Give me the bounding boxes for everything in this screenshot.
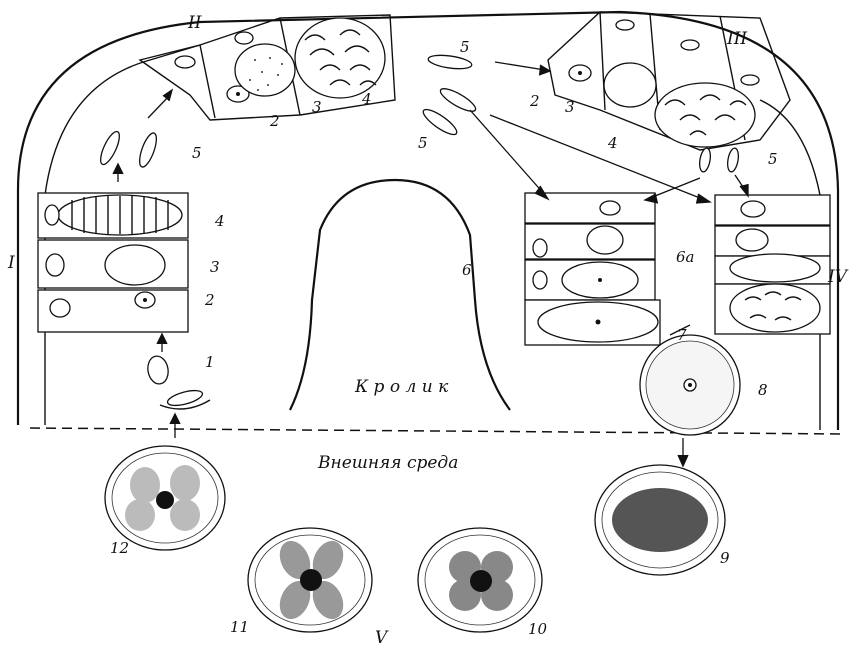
environment-label: Внешняя среда	[317, 453, 458, 473]
label-stage-I: I	[7, 253, 15, 273]
epithelium-stage-IV-female	[525, 193, 660, 345]
oocyst-9	[595, 465, 725, 575]
divider-line	[30, 428, 845, 434]
epithelium-stage-I	[38, 193, 188, 332]
label-7: 7	[677, 326, 687, 344]
label-10: 10	[528, 620, 548, 638]
oocyst-8	[640, 335, 740, 435]
label-stage-II: II	[187, 13, 202, 33]
epithelium-stage-IV-male	[715, 195, 830, 334]
epithelium-stage-II	[140, 15, 395, 120]
label-9: 9	[720, 549, 730, 567]
label-5-left: 5	[192, 144, 202, 162]
label-4-left: 4	[214, 212, 225, 230]
label-6a: 6а	[676, 248, 695, 266]
label-3-right: 3	[565, 98, 575, 116]
oocyst-10	[418, 528, 542, 632]
label-stage-III: III	[726, 29, 747, 49]
oocyst-12	[105, 446, 225, 550]
oocyst-11	[248, 528, 372, 632]
label-5-right: 5	[768, 150, 778, 168]
label-11: 11	[230, 618, 249, 636]
label-4-top: 4	[361, 90, 372, 108]
label-2-top: 2	[269, 112, 280, 130]
label-5-mid: 5	[418, 134, 428, 152]
label-3-top: 3	[312, 98, 322, 116]
label-6: 6	[462, 261, 472, 279]
label-3-left: 3	[210, 258, 220, 276]
label-8: 8	[758, 381, 768, 399]
label-stage-IV: IV	[827, 267, 849, 287]
sporozoites	[146, 354, 210, 409]
label-12: 12	[110, 539, 129, 557]
epithelium-stage-III	[548, 12, 790, 150]
label-2-right: 2	[529, 92, 540, 110]
label-4-right: 4	[607, 134, 618, 152]
label-2-left: 2	[204, 291, 215, 309]
host-label: К р о л и к	[354, 377, 449, 397]
label-5-top: 5	[460, 38, 470, 56]
label-stage-V: V	[375, 628, 389, 648]
label-1: 1	[205, 353, 215, 371]
